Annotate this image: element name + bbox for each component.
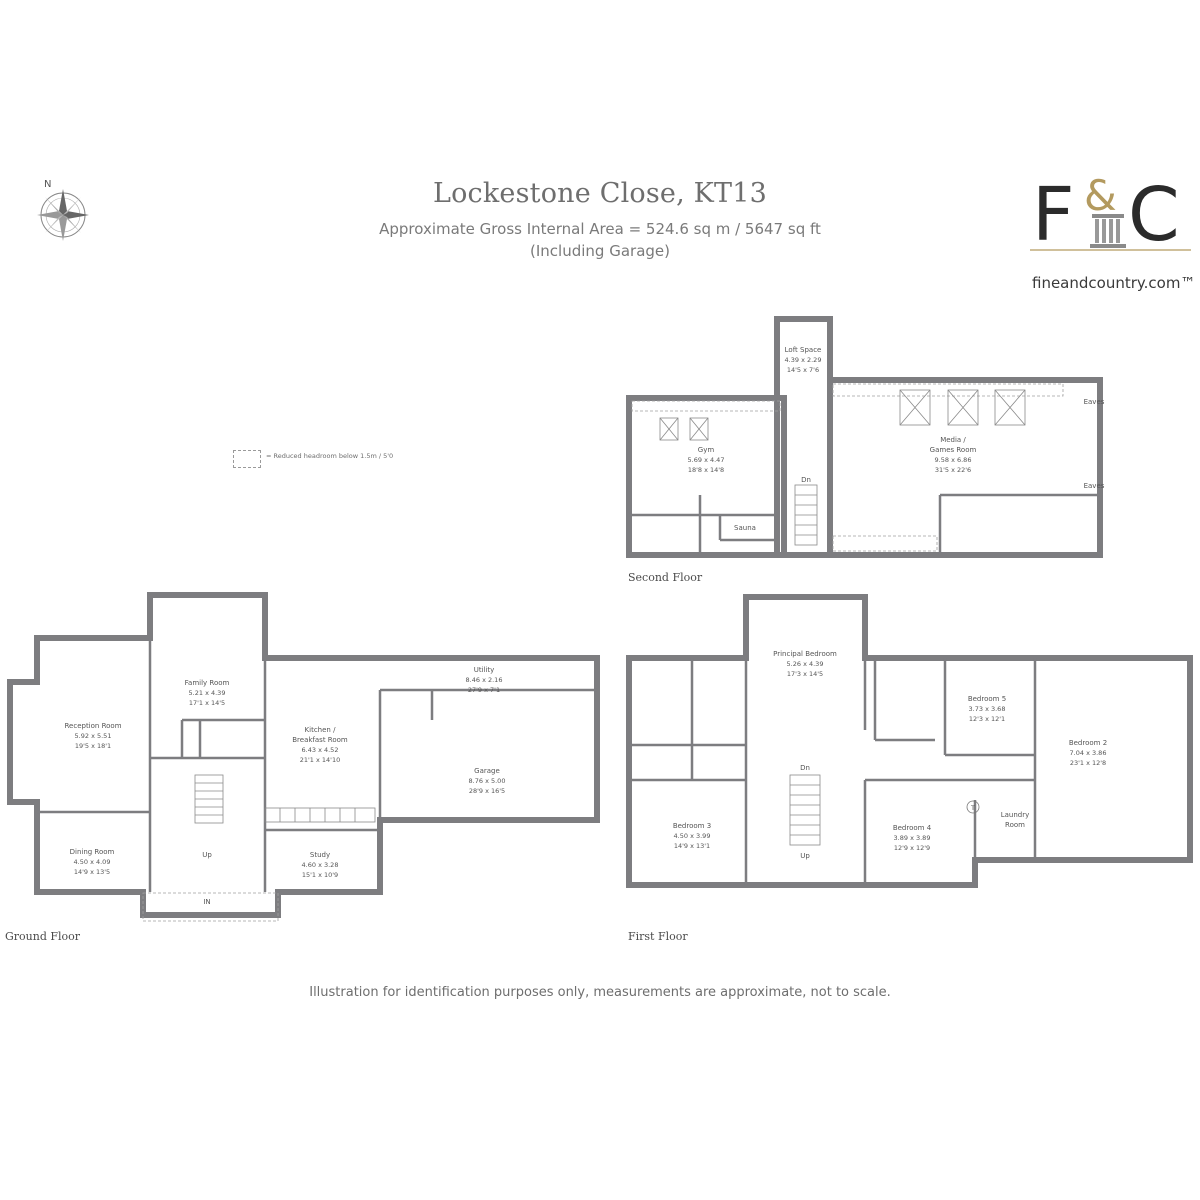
kitchen-metric: 6.43 x 4.52 (302, 746, 339, 754)
loft-space-name: Loft Space (785, 346, 822, 354)
svg-text:&: & (1084, 171, 1117, 220)
compass-north-label: N (44, 179, 51, 190)
area-subtitle: Approximate Gross Internal Area = 524.6 … (379, 220, 821, 238)
first-stairs-down-label: Dn (800, 764, 810, 772)
first-stairs-up-label: Up (800, 852, 810, 860)
page-title: Lockestone Close, KT13 (432, 178, 768, 209)
dining-room-name: Dining Room (70, 848, 115, 856)
kitchen-imperial: 21'1 x 14'10 (300, 756, 341, 764)
logo-mark-icon: F & C (1030, 171, 1191, 258)
dining-room-imperial: 14'9 x 13'5 (74, 868, 110, 876)
sauna-name: Sauna (734, 524, 756, 532)
reduced-headroom-legend-swatch (233, 450, 261, 468)
utility-name: Utility (474, 666, 495, 674)
loft-space-imperial: 14'5 x 7'6 (787, 366, 819, 374)
bedroom-4-metric: 3.89 x 3.89 (894, 834, 931, 842)
principal-bedroom-metric: 5.26 x 4.39 (787, 660, 824, 668)
garage-metric: 8.76 x 5.00 (469, 777, 506, 785)
laundry-room-name-line2: Room (1005, 821, 1025, 829)
gym-outline (626, 395, 787, 558)
ground-floor-label: Ground Floor (5, 930, 81, 943)
loft-space-metric: 4.39 x 2.29 (785, 356, 822, 364)
media-room-name-line2: Games Room (930, 446, 977, 454)
bedroom-5-name: Bedroom 5 (968, 695, 1006, 703)
eaves-label-top: Eaves (1084, 398, 1105, 406)
family-room-name: Family Room (185, 679, 230, 687)
media-room-imperial: 31'5 x 22'6 (935, 466, 971, 474)
kitchen-name-line2: Breakfast Room (292, 736, 348, 744)
compass-rose-icon: N (37, 179, 89, 241)
reception-room-metric: 5.92 x 5.51 (75, 732, 112, 740)
first-floor-outline (626, 594, 1193, 888)
study-metric: 4.60 x 3.28 (302, 861, 339, 869)
logo-url: fineandcountry.com™ (1032, 274, 1196, 292)
family-room-imperial: 17'1 x 14'5 (189, 699, 225, 707)
media-outline (827, 377, 1103, 558)
entrance-label: IN (203, 898, 210, 906)
bedroom-3-name: Bedroom 3 (673, 822, 711, 830)
svg-text:C: C (1128, 172, 1180, 258)
bedroom-2-name: Bedroom 2 (1069, 739, 1107, 747)
reception-room-name: Reception Room (64, 722, 121, 730)
reduced-headroom-legend-text: = Reduced headroom below 1.5m / 5'0 (266, 452, 394, 460)
bedroom-5-metric: 3.73 x 3.68 (969, 705, 1006, 713)
area-subtitle-note: (Including Garage) (530, 242, 670, 260)
tank-icon (966, 800, 980, 814)
first-floor-label: First Floor (628, 930, 688, 943)
bedroom-3-metric: 4.50 x 3.99 (674, 832, 711, 840)
kitchen-name-line1: Kitchen / (305, 726, 337, 734)
media-room-metric: 9.58 x 6.86 (935, 456, 972, 464)
laundry-room-name-line1: Laundry (1001, 811, 1030, 819)
reception-room-imperial: 19'5 x 18'1 (75, 742, 111, 750)
garage-imperial: 28'9 x 16'5 (469, 787, 505, 795)
utility-metric: 8.46 x 2.16 (466, 676, 503, 684)
principal-bedroom-imperial: 17'3 x 14'5 (787, 670, 823, 678)
second-floor-label: Second Floor (628, 571, 703, 584)
ground-stairs-up-label: Up (202, 851, 212, 859)
media-room-name-line1: Media / (940, 436, 966, 444)
gym-name: Gym (698, 446, 715, 454)
gym-imperial: 18'8 x 14'8 (688, 466, 724, 474)
brand-logo[interactable]: F & C fineandcountry.com™ (1028, 170, 1196, 300)
garage-name: Garage (474, 767, 500, 775)
bedroom-3-imperial: 14'9 x 13'1 (674, 842, 710, 850)
gym-metric: 5.69 x 4.47 (688, 456, 725, 464)
bedroom-2-imperial: 23'1 x 12'8 (1070, 759, 1106, 767)
ground-floor-outline (7, 592, 600, 918)
bedroom-2-metric: 7.04 x 3.86 (1070, 749, 1107, 757)
bedroom-5-imperial: 12'3 x 12'1 (969, 715, 1005, 723)
second-stairs-down-label: Dn (801, 476, 811, 484)
study-imperial: 15'1 x 10'9 (302, 871, 338, 879)
disclaimer-text: Illustration for identification purposes… (309, 985, 891, 1000)
eaves-label-bottom: Eaves (1084, 482, 1105, 490)
study-name: Study (310, 851, 330, 859)
utility-imperial: 27'9 x 7'1 (468, 686, 500, 694)
bedroom-4-imperial: 12'9 x 12'9 (894, 844, 930, 852)
tank-label: T (970, 804, 975, 812)
bedroom-4-name: Bedroom 4 (893, 824, 932, 832)
svg-text:F: F (1032, 172, 1075, 258)
dining-room-metric: 4.50 x 4.09 (74, 858, 111, 866)
family-room-metric: 5.21 x 4.39 (189, 689, 226, 697)
principal-bedroom-name: Principal Bedroom (773, 650, 837, 658)
